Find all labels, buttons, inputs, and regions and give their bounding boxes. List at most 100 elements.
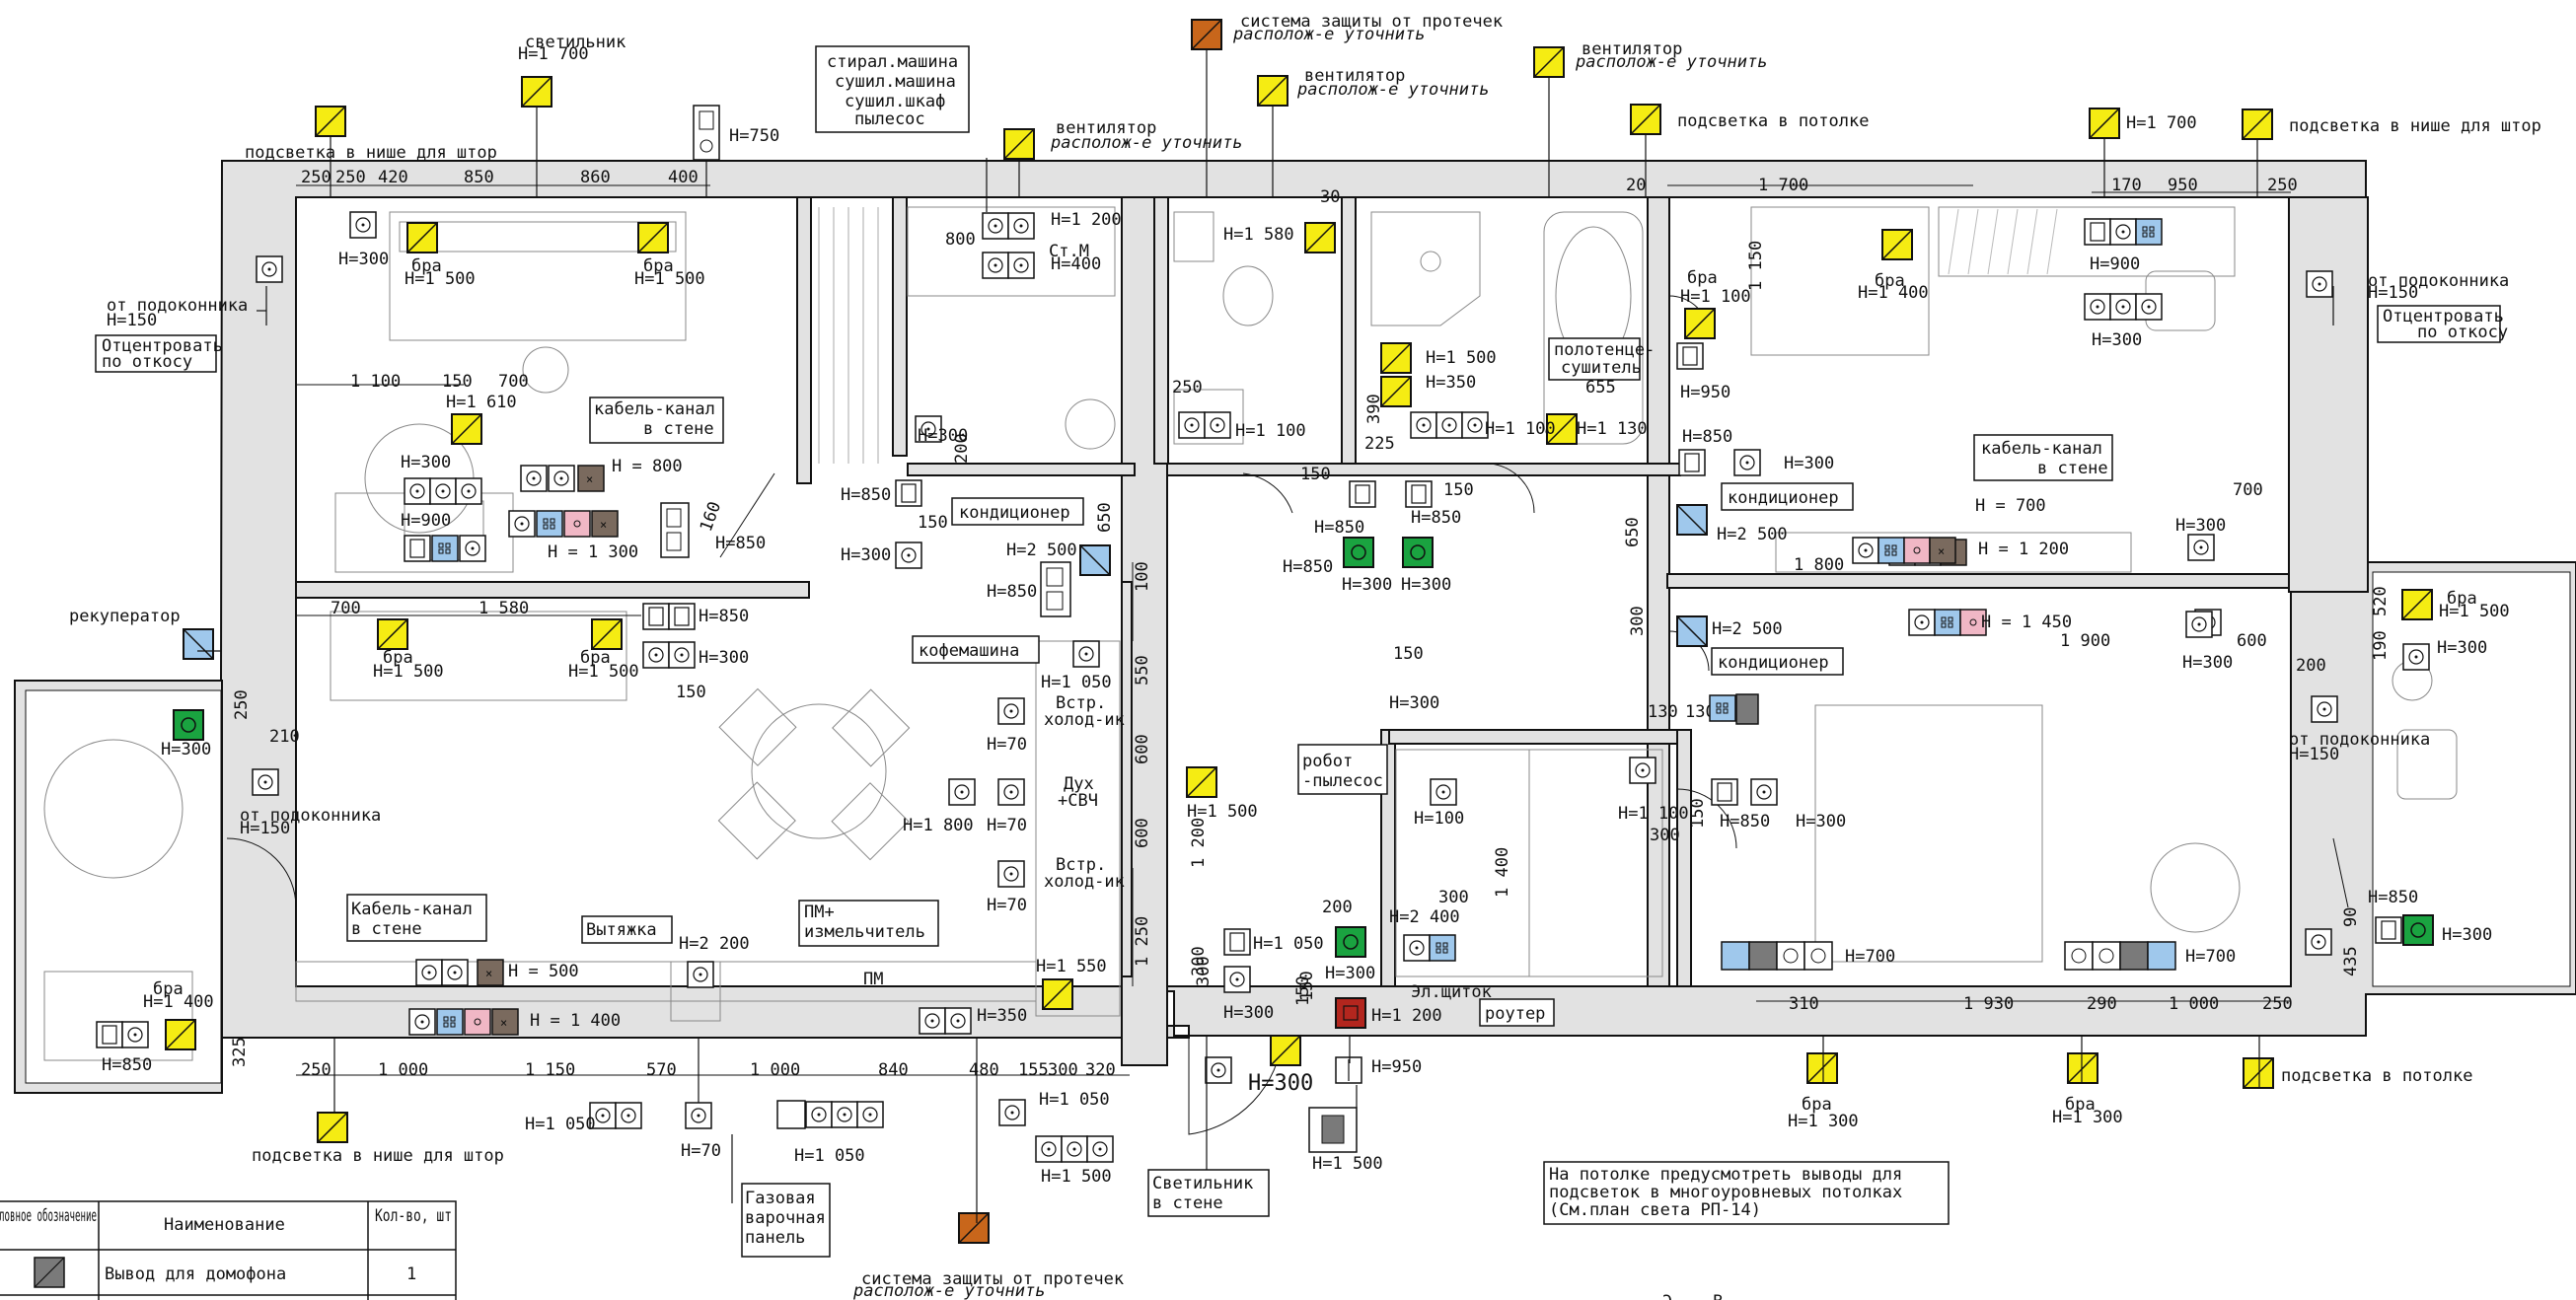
light-icon <box>2242 108 2273 140</box>
label-h850-f: H=850 <box>1682 427 1732 447</box>
label-h1610: H=1 610 <box>446 393 517 412</box>
dim-950: 950 <box>2168 176 2198 195</box>
dim-325: 325 <box>230 1037 250 1067</box>
label-h1500-e: H=1 500 <box>568 662 639 682</box>
dim-225: 225 <box>1364 434 1395 454</box>
conditioner-icon <box>1676 504 1708 536</box>
label-vstr-b-1: холод-ик <box>1044 872 1125 892</box>
dimension-lines <box>296 184 2291 1076</box>
socket-icon <box>668 641 696 669</box>
label-h1450: H = 1 450 <box>1981 613 2072 632</box>
socket-icon <box>982 212 1009 240</box>
dim-300-b: 300 <box>1628 606 1648 636</box>
network-icon <box>431 535 459 562</box>
switch-icon <box>96 1021 123 1048</box>
light-icon <box>1257 75 1288 107</box>
dim-bottom-r-2: 290 <box>2087 994 2117 1014</box>
light-icon <box>1003 128 1035 160</box>
socket-icon <box>121 1021 149 1048</box>
light-icon <box>2089 108 2120 139</box>
label-h1050-d: H=1 050 <box>794 1146 865 1166</box>
socket-icon <box>982 252 1009 279</box>
socket-icon <box>998 1099 1026 1126</box>
green-socket-icon <box>1402 537 1434 568</box>
socket-icon <box>349 211 377 239</box>
label-vent-1: вентилятор <box>1056 118 1156 138</box>
label-washer-1: сушил.машина <box>835 72 956 92</box>
label-stray-bottom: Э... В... <box>1662 1292 1753 1300</box>
label-ceiling-light-top: подсветка в потолке <box>1677 111 1869 131</box>
label-h1300-c: H=1 300 <box>2052 1108 2123 1127</box>
socket-icon <box>408 1008 436 1036</box>
cable-channel-icon <box>591 510 619 538</box>
label-h1130: H=1 130 <box>1577 419 1648 439</box>
socket-icon <box>441 959 469 986</box>
socket-icon <box>895 542 922 569</box>
dim-390: 390 <box>1364 394 1384 424</box>
light-icon <box>1270 1035 1301 1066</box>
dim-100: 100 <box>1133 561 1152 592</box>
label-vstr-a-0: Встр. <box>1056 693 1106 713</box>
light-icon <box>377 618 408 650</box>
label-h1050-b: H=1 050 <box>1253 934 1324 954</box>
label-h350-a: H=350 <box>1426 373 1476 393</box>
label-h1500-g: H=1 500 <box>1312 1154 1383 1174</box>
switch-icon <box>1040 561 1071 617</box>
socket-icon <box>2109 293 2137 321</box>
label-h300-g: H=300 <box>1401 575 1451 595</box>
light-icon <box>2243 1057 2274 1089</box>
socket-block-icon <box>2064 941 2176 971</box>
dim-800: 800 <box>945 230 976 250</box>
switch-icon <box>895 479 922 507</box>
socket-icon <box>1072 640 1100 668</box>
dim-520: 520 <box>2371 586 2391 616</box>
label-leak-bottom: система защиты от протечек <box>861 1269 1124 1289</box>
dim-150-d: 150 <box>918 513 948 533</box>
conditioner-icon <box>1079 544 1111 576</box>
label-vent-3: вентилятор <box>1582 39 1682 59</box>
label-h150-r2: H=150 <box>2289 745 2339 764</box>
network-icon <box>1429 934 1456 962</box>
label-towel-0: полотенце- <box>1554 340 1655 360</box>
label-h1550: H=1 550 <box>1036 957 1107 976</box>
light-icon <box>1806 1052 1838 1084</box>
label-h300-e: H=300 <box>841 545 891 565</box>
network-icon <box>1934 609 1961 636</box>
light-icon <box>317 1112 348 1143</box>
label-h2500-c: H=2 500 <box>1712 619 1783 639</box>
dim-bottom-1: 1 000 <box>378 1060 428 1080</box>
dim-150-i: 150 <box>1297 971 1317 1001</box>
label-h300-j: H=300 <box>699 648 749 668</box>
socket-icon <box>1205 1056 1232 1084</box>
label-from-sill-left: от подоконника <box>107 296 248 316</box>
label-h300-f: H=300 <box>1342 575 1392 595</box>
dim-655: 655 <box>1585 378 1616 397</box>
label-h300-a: H=300 <box>338 250 389 269</box>
label-conditioner-a: кондиционер <box>959 503 1070 523</box>
socket-icon <box>459 535 486 562</box>
label-h1100-b: H=1 100 <box>1235 421 1306 441</box>
label-towel-1: сушитель <box>1561 358 1642 378</box>
label-h70-a: H=70 <box>987 735 1027 755</box>
legend-row-name: Вывод для домофона <box>105 1264 286 1284</box>
legend-header-qty: Кол-во, шт <box>375 1206 452 1226</box>
dim-bottom-r-1: 1 930 <box>1963 994 2014 1014</box>
dim-1200: 1 200 <box>1189 818 1209 868</box>
tv-icon <box>464 1008 491 1036</box>
label-leak-top-note: располож-е уточнить <box>1232 25 1425 44</box>
socket-icon <box>1178 411 1206 439</box>
dim-top-0: 250 <box>301 168 331 187</box>
label-svet-wall-0: Светильник <box>1152 1174 1253 1193</box>
switch-icon <box>404 535 431 562</box>
switch-icon <box>1223 928 1251 956</box>
dim-160: 160 <box>697 499 725 535</box>
fixtures <box>96 19 2434 1244</box>
dim-150-g: 150 <box>1393 644 1424 664</box>
socket-icon <box>2185 611 2213 638</box>
socket-icon <box>1223 966 1251 993</box>
green-socket-icon <box>1343 537 1374 568</box>
label-h300-m: H=300 <box>1796 812 1846 831</box>
annotations: светильник H=1 700 H=750 подсветка в ниш… <box>69 12 2541 1300</box>
label-h1500-c: H=1 500 <box>1426 348 1497 368</box>
network-icon <box>536 510 563 538</box>
